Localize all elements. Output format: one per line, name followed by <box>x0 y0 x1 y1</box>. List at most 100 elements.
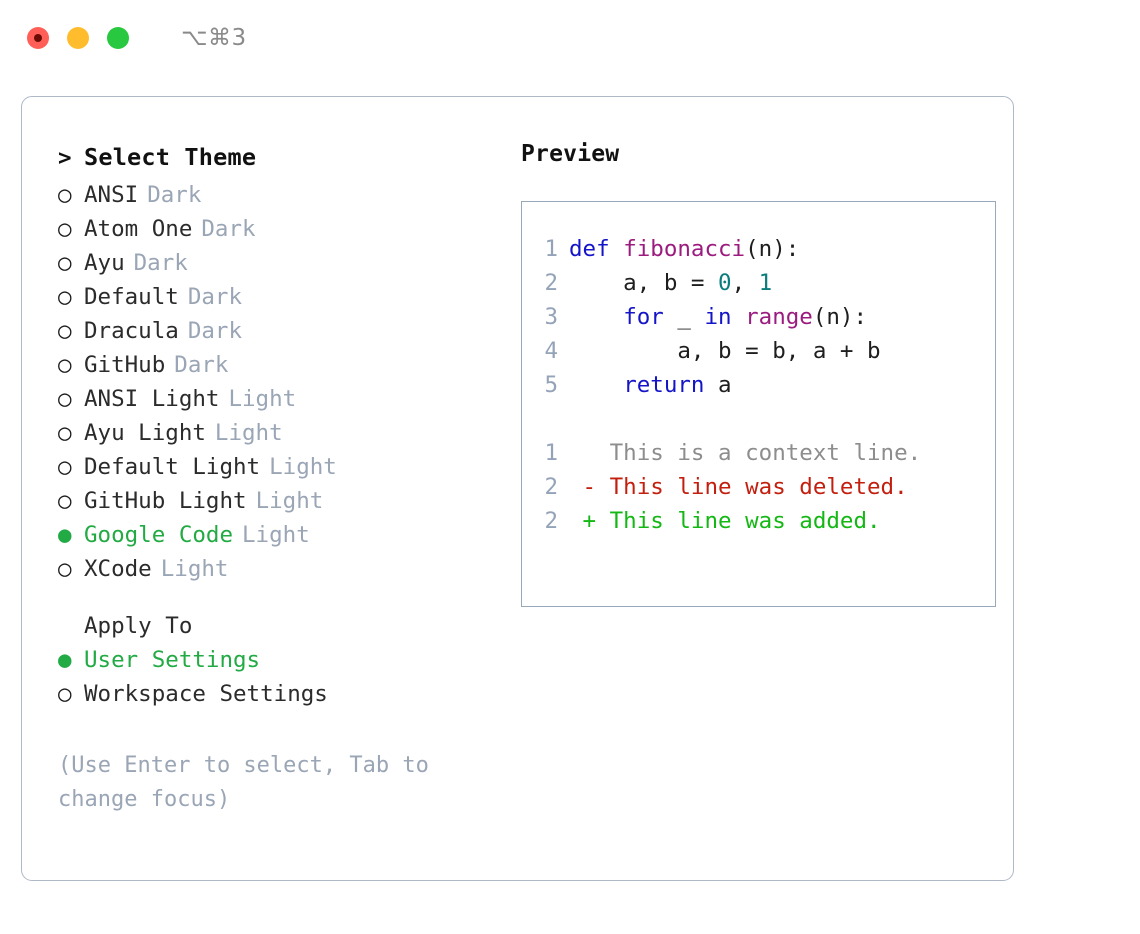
apply-to-option-label: Workspace Settings <box>84 681 328 707</box>
recording-indicator-icon <box>34 34 42 42</box>
theme-name: Google Code <box>84 522 234 548</box>
code-token-plain: (n): <box>745 236 800 262</box>
minimize-button[interactable] <box>67 27 89 49</box>
theme-name: ANSI Light <box>84 386 220 412</box>
radio-unselected-icon[interactable]: ○ <box>58 681 72 707</box>
apply-to-option[interactable]: ● User Settings <box>58 643 501 677</box>
code-spacer <box>522 406 995 440</box>
theme-list-item[interactable]: ○ XCode Light <box>58 552 501 586</box>
line-number: 4 <box>544 338 558 364</box>
radio-unselected-icon[interactable]: ○ <box>58 284 72 310</box>
code-token-kw: for <box>623 304 664 330</box>
radio-unselected-icon[interactable]: ○ <box>58 352 72 378</box>
theme-name: GitHub Light <box>84 488 247 514</box>
code-token-plain: a <box>704 372 732 398</box>
code-line-text: a, b = 0, 1 <box>569 270 772 296</box>
radio-unselected-icon[interactable]: ○ <box>58 216 72 242</box>
code-token-plain: , <box>731 270 759 296</box>
code-token-plain: a, b = b, a + b <box>569 338 881 364</box>
theme-kind-badge: Dark <box>174 352 229 378</box>
radio-unselected-icon[interactable]: ○ <box>58 454 72 480</box>
theme-kind-badge: Dark <box>187 318 243 344</box>
theme-name: Ayu Light <box>84 420 206 446</box>
radio-unselected-icon[interactable]: ○ <box>58 318 72 344</box>
code-line: 3 for _ in range(n): <box>522 304 995 338</box>
theme-kind-badge: Light <box>255 488 324 514</box>
theme-list-item[interactable]: ○ ANSI Dark <box>58 178 501 212</box>
code-line: 2 a, b = 0, 1 <box>522 270 995 304</box>
keyboard-hint-text: (Use Enter to select, Tab to change focu… <box>58 753 429 812</box>
theme-name: ANSI <box>84 182 139 208</box>
theme-list-item[interactable]: ○ Ayu Dark <box>58 246 501 280</box>
line-number: 2 <box>544 270 558 296</box>
theme-kind-badge: Light <box>160 556 229 582</box>
apply-to-options[interactable]: ● User Settings ○ Workspace Settings <box>58 643 501 711</box>
theme-list-item[interactable]: ● Google Code Light <box>58 518 501 552</box>
code-token-plain: _ <box>663 304 705 330</box>
apply-to-option-label: User Settings <box>84 647 261 673</box>
radio-unselected-icon[interactable]: ○ <box>58 182 72 208</box>
select-theme-title: Select Theme <box>84 143 257 171</box>
line-number: 3 <box>544 304 558 330</box>
radio-unselected-icon[interactable]: ○ <box>58 250 72 276</box>
line-number: 5 <box>544 372 558 398</box>
code-token-fn: range <box>745 304 813 330</box>
theme-name: XCode <box>84 556 152 582</box>
theme-name: Ayu <box>84 250 125 276</box>
code-token-plain <box>610 236 624 262</box>
diff-sample: 1 This is a context line. 2 - This line w… <box>522 440 995 542</box>
code-line: 4 a, b = b, a + b <box>522 338 995 372</box>
theme-kind-badge: Light <box>269 454 337 480</box>
radio-selected-icon[interactable]: ● <box>58 647 72 673</box>
code-token-plain: (n): <box>812 304 868 330</box>
diff-line-text-del: - This line was deleted. <box>569 474 908 500</box>
diff-line: 1 This is a context line. <box>522 440 995 474</box>
radio-unselected-icon[interactable]: ○ <box>58 488 72 514</box>
window-controls <box>27 27 129 49</box>
code-token-num: 1 <box>758 270 773 296</box>
prompt-caret-icon: > <box>58 145 72 171</box>
line-number: 1 <box>544 440 558 466</box>
theme-name: Default <box>84 284 179 310</box>
theme-kind-badge: Light <box>242 522 310 548</box>
theme-list-item[interactable]: ○ Default Light Light <box>58 450 501 484</box>
apply-to-option[interactable]: ○ Workspace Settings <box>58 677 501 711</box>
theme-list-item[interactable]: ○ GitHub Light Light <box>58 484 501 518</box>
code-token-kw: in <box>704 304 732 330</box>
radio-unselected-icon[interactable]: ○ <box>58 386 72 412</box>
code-line-text: a, b = b, a + b <box>569 338 881 364</box>
close-button[interactable] <box>27 27 49 49</box>
code-line: 5 return a <box>522 372 995 406</box>
maximize-button[interactable] <box>107 27 129 49</box>
keyboard-shortcut-label: ⌥⌘3 <box>181 25 247 51</box>
theme-kind-badge: Dark <box>201 216 256 242</box>
theme-name: Atom One <box>84 216 193 242</box>
diff-line-text-ctx: This is a context line. <box>569 440 922 466</box>
code-token-fn: fibonacci <box>623 236 746 262</box>
code-token-plain <box>732 304 746 330</box>
theme-name: Default Light <box>84 454 261 480</box>
line-number: 1 <box>544 236 558 262</box>
radio-selected-icon[interactable]: ● <box>58 522 72 548</box>
line-number: 2 <box>544 508 558 534</box>
apply-to-section: Apply To ●User Settings○Workspace Settin… <box>58 609 501 711</box>
radio-unselected-icon[interactable]: ○ <box>58 556 72 582</box>
theme-kind-badge: Dark <box>133 250 188 276</box>
diff-line: 2 + This line was added. <box>522 508 995 542</box>
theme-kind-badge: Dark <box>147 182 202 208</box>
radio-unselected-icon[interactable]: ○ <box>58 420 72 446</box>
theme-list-item[interactable]: ○ Atom One Dark <box>58 212 501 246</box>
diff-line-text-add: + This line was added. <box>569 508 881 534</box>
